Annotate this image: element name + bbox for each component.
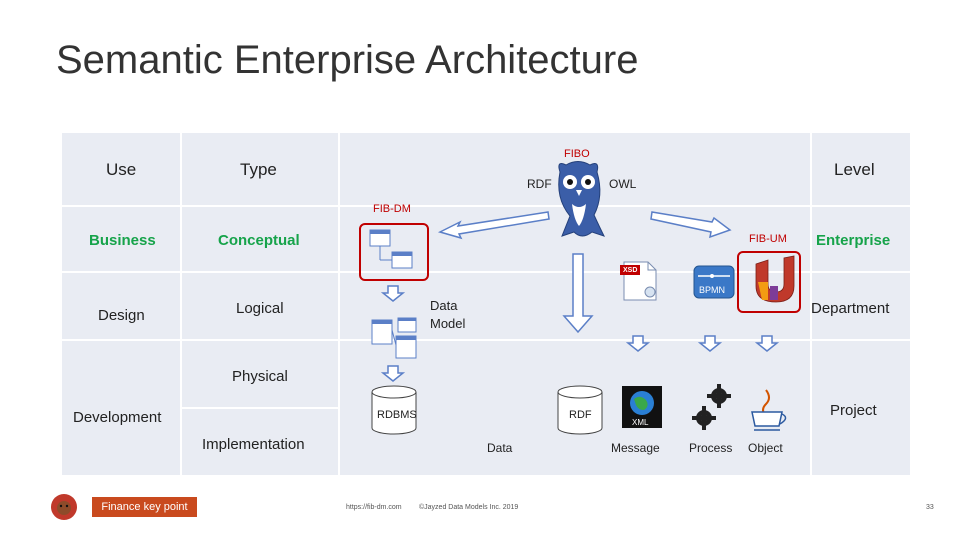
type-physical: Physical [232,368,288,385]
owl-label: OWL [609,177,637,191]
fib-dm-highlight [359,223,429,281]
xml-label: XML [632,418,649,427]
right-diagonal-arrow [650,211,732,239]
down-arrow-icons [380,285,780,382]
left-diagonal-arrow [437,211,550,240]
page-number: 33 [926,504,934,511]
use-business: Business [89,232,156,249]
use-design: Design [98,307,145,324]
xml-globe-icon [622,386,662,428]
type-implementation: Implementation [202,436,305,453]
rdbms-label: RDBMS [377,409,417,421]
object-label: Object [748,441,783,455]
conceptual-model-icon [369,229,413,269]
logical-model-icon [371,317,417,359]
rdf-db-label: RDF [569,409,592,421]
footer-url[interactable]: https://fib-dm.com [346,504,402,511]
rdbms-database-icon [371,385,417,435]
finance-key-point-badge: Finance key point [92,497,197,517]
message-label: Message [611,441,660,455]
process-label: Process [689,441,733,455]
xsd-document-icon [620,261,657,301]
footer-copyright: ©Jayzed Data Models Inc. 2019 [419,504,519,511]
uml-icon [755,255,795,303]
large-down-arrow [562,253,594,334]
bpmn-label: BPMN [699,285,726,295]
xsd-label: XSD [623,267,638,274]
type-conceptual: Conceptual [218,232,300,249]
level-enterprise: Enterprise [816,232,891,249]
header-level: Level [834,160,875,179]
use-column-panel [62,133,180,475]
level-column-panel [812,133,910,475]
java-cup-icon [751,389,787,431]
level-project: Project [830,402,877,419]
fib-dm-label: FIB-DM [373,203,411,215]
data-model-label: Data Model [430,298,466,331]
fib-um-label: FIB-UM [749,233,787,245]
header-use: Use [106,160,137,179]
data-label: Data [487,441,513,455]
header-type: Type [240,160,277,179]
rdf-label: RDF [527,177,552,191]
process-gears-icon [692,384,731,430]
bpmn-icon [693,265,735,299]
fibo-label: FIBO [564,148,590,160]
type-logical: Logical [236,300,284,317]
owl-icon [558,161,605,237]
rdf-database-icon [557,385,603,435]
company-logo-icon [51,494,77,520]
fib-um-highlight [737,251,801,313]
use-development: Development [73,409,162,426]
level-department: Department [811,300,890,317]
type-column-panel [182,133,338,475]
slide-title: Semantic Enterprise Architecture [56,38,639,82]
